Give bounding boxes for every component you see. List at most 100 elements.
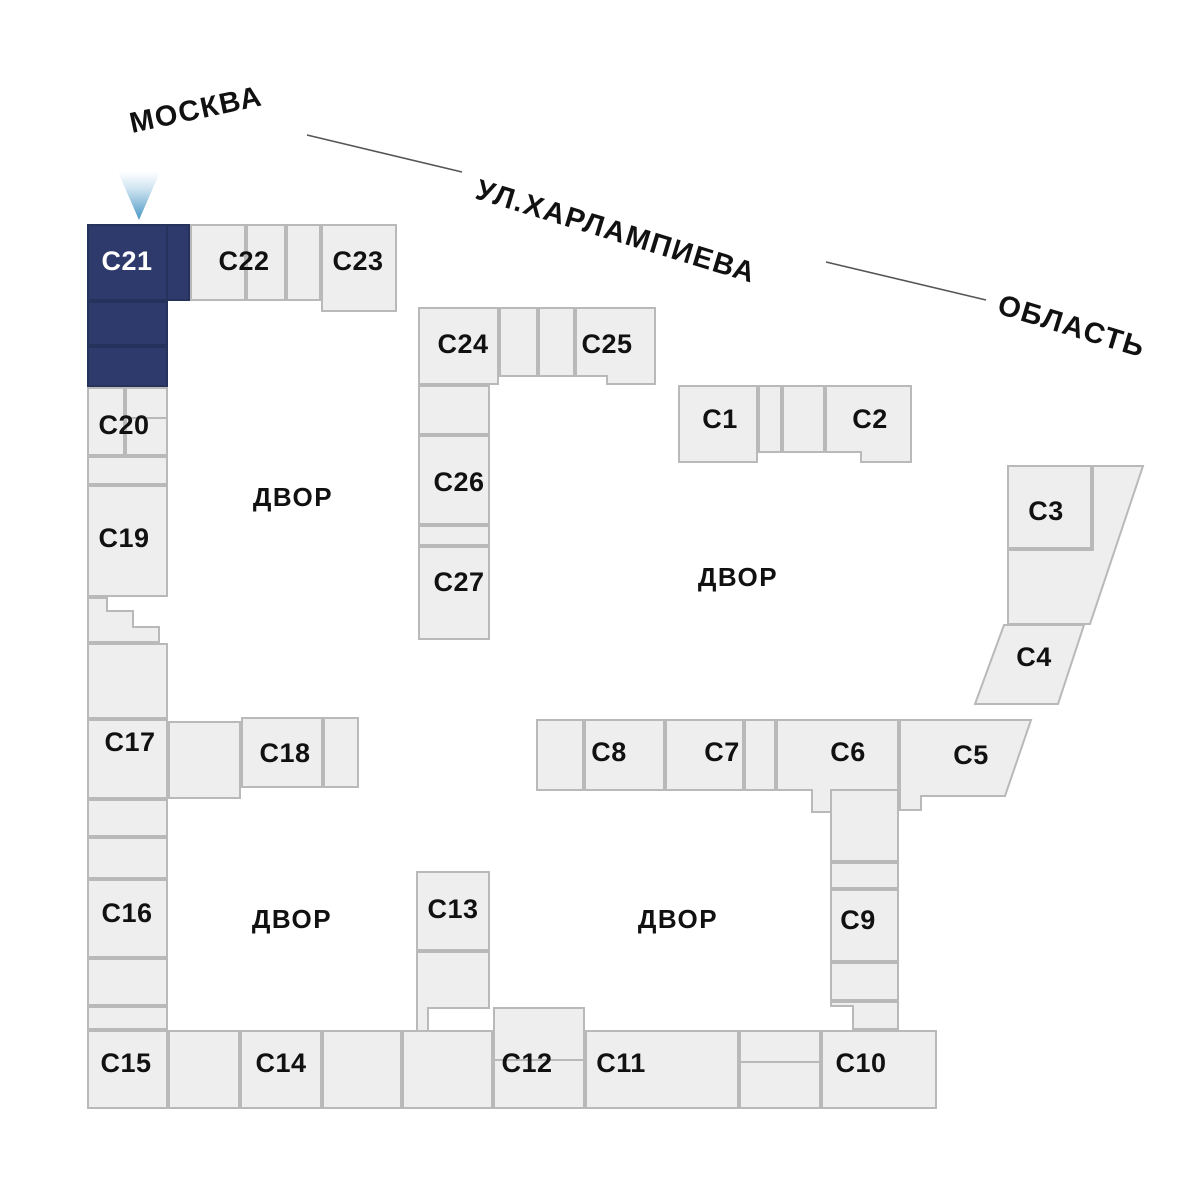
- building-part-c7-a[interactable]: [665, 719, 744, 791]
- building-part-c26-a[interactable]: [418, 385, 490, 435]
- building-label-c10: С10: [835, 1048, 886, 1078]
- building-part-c22-a[interactable]: [190, 224, 246, 301]
- location-marker-group: [118, 172, 160, 220]
- building-part-c14-a[interactable]: [240, 1030, 322, 1109]
- building-c15[interactable]: [87, 1030, 240, 1109]
- building-c25[interactable]: [538, 307, 656, 385]
- building-c13[interactable]: [416, 871, 490, 1032]
- location-marker-icon[interactable]: [118, 172, 160, 220]
- building-label-c25: С25: [581, 329, 632, 359]
- building-part-c17-a[interactable]: [87, 643, 168, 719]
- building-part-c26-c[interactable]: [418, 525, 490, 546]
- building-part-c16-e[interactable]: [87, 1006, 168, 1030]
- building-c16[interactable]: [87, 799, 168, 1030]
- building-part-c13-a[interactable]: [416, 871, 490, 951]
- building-part-c12-a[interactable]: [402, 1030, 493, 1109]
- building-c8[interactable]: [536, 719, 665, 791]
- building-part-c27-a[interactable]: [418, 546, 490, 640]
- building-part-c15-a[interactable]: [87, 1030, 168, 1109]
- building-part-c8-a[interactable]: [536, 719, 584, 791]
- yard-bottom-left: ДВОР: [252, 904, 332, 934]
- building-part-c8-b[interactable]: [584, 719, 665, 791]
- building-c18[interactable]: [241, 717, 359, 788]
- building-part-c17-b[interactable]: [87, 719, 168, 799]
- building-c7[interactable]: [665, 719, 776, 791]
- building-part-c9-c[interactable]: [830, 889, 899, 962]
- building-c6[interactable]: [776, 719, 899, 813]
- building-part-c16-d[interactable]: [87, 958, 168, 1006]
- building-part-c17-c[interactable]: [168, 721, 241, 799]
- building-c9[interactable]: [830, 789, 899, 1030]
- building-part-c22-b[interactable]: [246, 224, 286, 301]
- building-part-c21-c[interactable]: [87, 346, 168, 387]
- building-part-c5-a[interactable]: [899, 719, 1033, 811]
- building-part-c10-b[interactable]: [821, 1030, 937, 1109]
- building-c17[interactable]: [87, 643, 241, 799]
- building-c20[interactable]: [87, 387, 168, 485]
- building-part-c23-a[interactable]: [321, 224, 397, 312]
- building-part-c20-b[interactable]: [125, 387, 168, 456]
- building-part-c2-a[interactable]: [825, 385, 912, 463]
- building-part-c25-a[interactable]: [538, 307, 575, 377]
- building-c26[interactable]: [418, 385, 490, 546]
- building-part-c20-a[interactable]: [87, 387, 125, 456]
- building-part-c9-b[interactable]: [830, 862, 899, 889]
- buildings-group: [87, 224, 1145, 1109]
- building-c11[interactable]: [585, 1030, 739, 1109]
- building-part-c16-c[interactable]: [87, 879, 168, 958]
- building-part-c22-c[interactable]: [286, 224, 321, 301]
- building-c27[interactable]: [418, 546, 490, 640]
- building-part-c24-a[interactable]: [418, 307, 499, 385]
- building-part-c9-d[interactable]: [830, 962, 899, 1001]
- building-part-c12-b[interactable]: [493, 1007, 585, 1109]
- building-part-c10-a[interactable]: [739, 1030, 821, 1109]
- building-label-c13: С13: [427, 894, 478, 924]
- building-c3[interactable]: [1007, 465, 1145, 625]
- building-part-c26-b[interactable]: [418, 435, 490, 525]
- building-c23[interactable]: [321, 224, 397, 312]
- building-part-c1-a[interactable]: [678, 385, 758, 463]
- building-part-c18-a[interactable]: [241, 717, 323, 788]
- building-c1[interactable]: [678, 385, 825, 463]
- street-label-kharlampieva: УЛ.ХАРЛАМПИЕВА: [472, 174, 760, 290]
- building-part-c20-d[interactable]: [87, 456, 168, 485]
- building-part-c19-a[interactable]: [87, 485, 168, 597]
- building-c22[interactable]: [190, 224, 321, 301]
- building-c14[interactable]: [240, 1030, 402, 1109]
- building-part-c13-b[interactable]: [416, 951, 490, 1032]
- building-part-c9-a[interactable]: [830, 789, 899, 862]
- building-c24[interactable]: [418, 307, 538, 385]
- building-part-c24-b[interactable]: [499, 307, 538, 377]
- building-label-c2: С2: [852, 404, 888, 434]
- building-part-c16-b[interactable]: [87, 837, 168, 879]
- building-c21[interactable]: [87, 224, 190, 387]
- building-label-c5: С5: [953, 740, 989, 770]
- building-part-c18-b[interactable]: [323, 717, 359, 788]
- building-part-c25-b[interactable]: [575, 307, 656, 385]
- building-part-c6-a[interactable]: [776, 719, 899, 813]
- building-c19[interactable]: [87, 485, 168, 643]
- building-c10[interactable]: [739, 1030, 937, 1109]
- building-part-c16-a[interactable]: [87, 799, 168, 837]
- building-part-c11-a[interactable]: [585, 1030, 739, 1109]
- leader-moskva-to-street: [306, 134, 463, 173]
- building-part-c21-a[interactable]: [87, 224, 190, 301]
- building-part-c21-b[interactable]: [87, 301, 168, 346]
- building-part-c1-c[interactable]: [782, 385, 825, 453]
- building-label-c11: С11: [596, 1048, 646, 1078]
- building-c2[interactable]: [825, 385, 912, 463]
- yard-top-left: ДВОР: [253, 482, 333, 512]
- building-part-c7-b[interactable]: [744, 719, 776, 791]
- building-part-c3-b[interactable]: [1007, 465, 1145, 625]
- building-part-c9-e[interactable]: [830, 1001, 899, 1030]
- building-label-c1: С1: [702, 404, 738, 434]
- building-part-c19-b[interactable]: [87, 597, 160, 643]
- building-label-c16: С16: [101, 898, 152, 928]
- building-part-c1-b[interactable]: [758, 385, 782, 453]
- building-c5[interactable]: [899, 719, 1033, 811]
- building-c12[interactable]: [402, 1007, 585, 1109]
- building-part-c15-b[interactable]: [168, 1030, 240, 1109]
- building-label-c14: С14: [255, 1048, 306, 1078]
- building-part-c3-a[interactable]: [1007, 465, 1092, 549]
- building-part-c14-b[interactable]: [322, 1030, 402, 1109]
